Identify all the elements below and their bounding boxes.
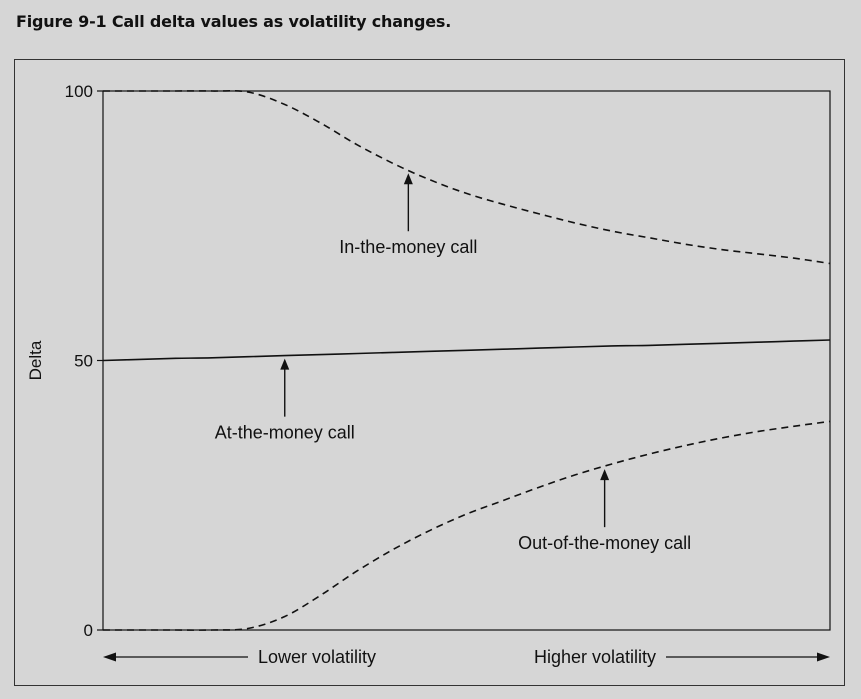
series-label: In-the-money call (339, 237, 477, 257)
series-line-at-the-money-call (102, 339, 831, 362)
x-axis-labels: Lower volatility Higher volatility (103, 647, 830, 667)
series-label: Out-of-the-money call (518, 533, 691, 553)
annotation-arrowhead (600, 469, 610, 481)
series-lines (102, 89, 831, 631)
y-tick-label: 50 (74, 352, 93, 371)
figure-title: Figure 9-1 Call delta values as volatili… (16, 12, 452, 31)
y-tick-label: 0 (84, 621, 93, 640)
annotation-arrowhead (403, 173, 413, 185)
series-line-in-the-money-call (103, 89, 831, 265)
y-tick-label: 100 (65, 82, 93, 101)
y-axis-label: Delta (26, 340, 45, 380)
x-arrow-left-head (103, 652, 116, 662)
x-axis-label-right: Higher volatility (534, 647, 656, 667)
series-label: At-the-money call (215, 423, 355, 443)
x-arrow-right-head (817, 652, 830, 662)
series-line-out-of-the-money-call (103, 420, 831, 631)
annotation-arrowhead (280, 358, 290, 370)
plot-area (102, 90, 831, 631)
x-axis-label-left: Lower volatility (258, 647, 376, 667)
